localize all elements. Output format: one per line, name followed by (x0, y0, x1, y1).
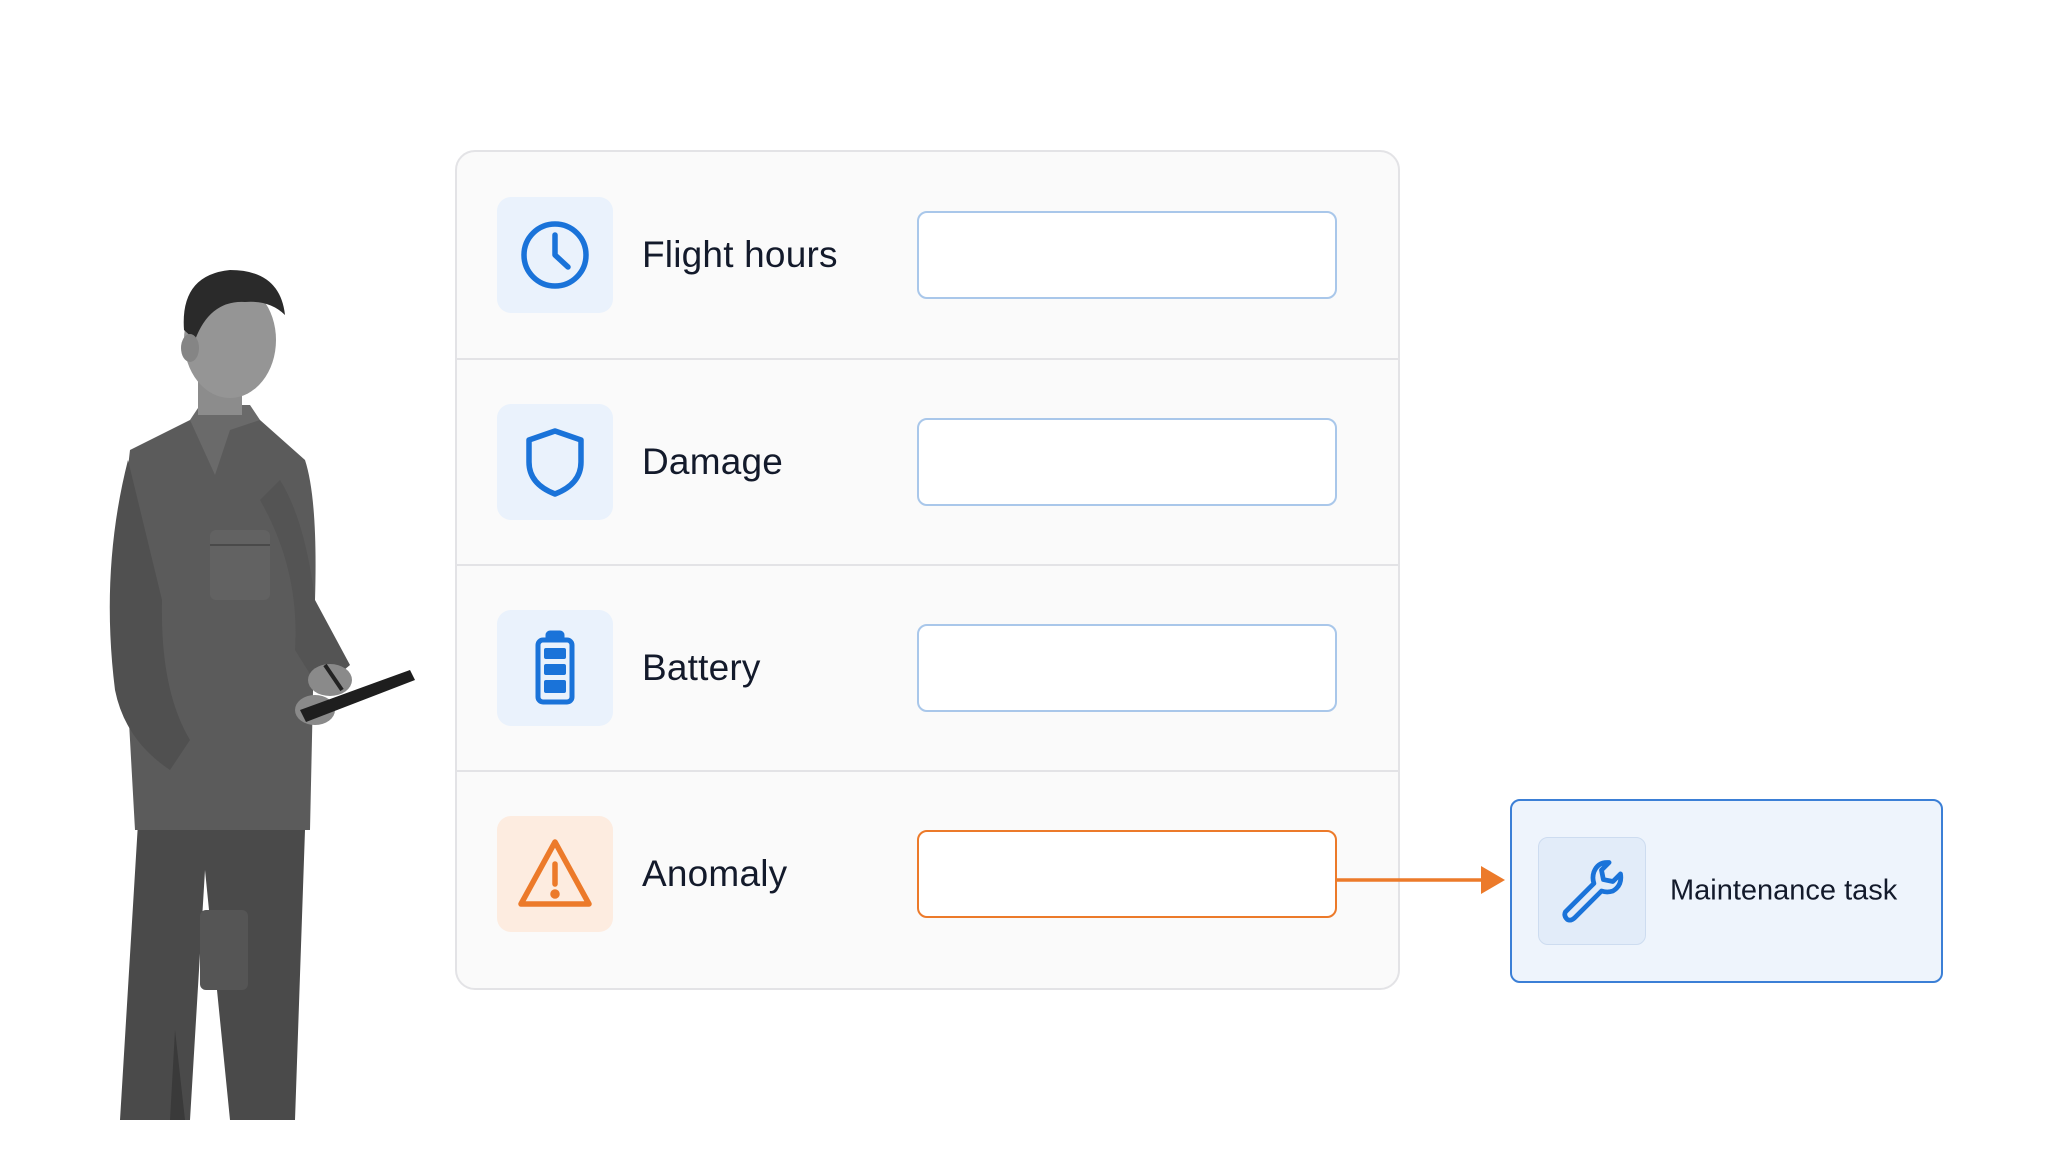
flight-hours-input[interactable] (917, 211, 1337, 299)
clock-icon (497, 197, 613, 313)
shield-icon (497, 404, 613, 520)
inspection-form-card: Flight hours Damage Ba (455, 150, 1400, 990)
damage-label: Damage (642, 441, 784, 482)
battery-icon (497, 610, 613, 726)
anomaly-to-task-arrow (1335, 866, 1505, 894)
wrench-icon (1538, 837, 1646, 945)
form-row-anomaly: Anomaly (457, 770, 1398, 976)
form-row-flight-hours: Flight hours (457, 152, 1398, 358)
anomaly-input[interactable] (917, 830, 1337, 918)
anomaly-label: Anomaly (642, 853, 788, 894)
form-row-damage: Damage (457, 358, 1398, 564)
maintenance-task-card[interactable]: Maintenance task (1510, 799, 1943, 983)
battery-input[interactable] (917, 624, 1337, 712)
technician-illustration (109, 270, 415, 1120)
flight-hours-label: Flight hours (642, 234, 838, 275)
battery-label: Battery (642, 647, 761, 688)
damage-input[interactable] (917, 418, 1337, 506)
maintenance-task-label: Maintenance task (1670, 874, 1898, 907)
warning-icon (497, 816, 613, 932)
form-row-battery: Battery (457, 564, 1398, 770)
